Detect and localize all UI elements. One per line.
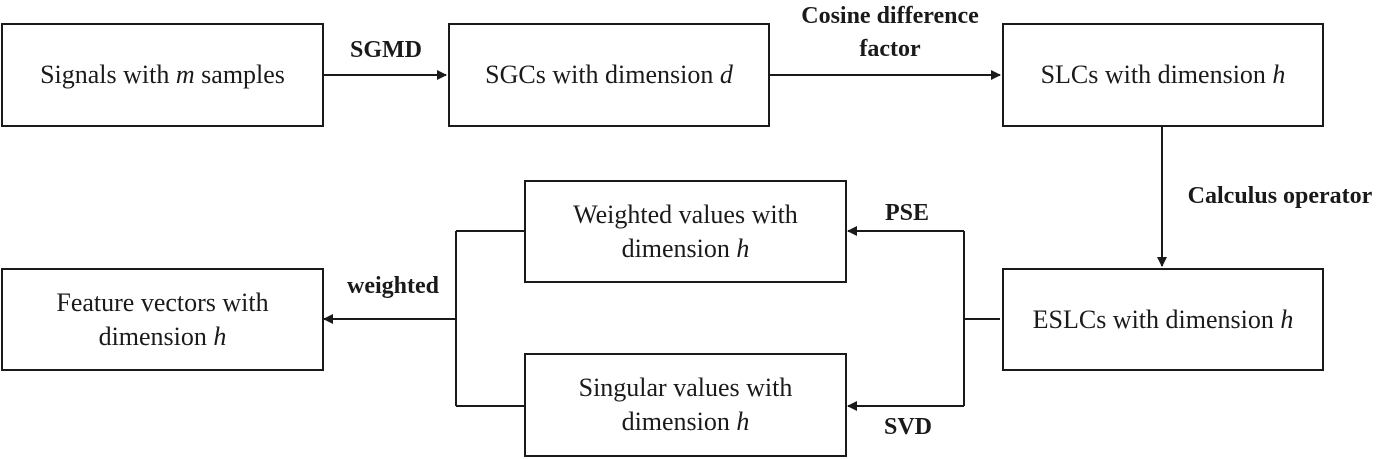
singular-values-label: Singular values with dimension h bbox=[578, 373, 793, 436]
signals-label: Signals with m samples bbox=[40, 60, 285, 89]
edge-label-cosine-line2: factor bbox=[859, 36, 921, 62]
edge-label-svd: SVD bbox=[883, 414, 932, 440]
edge-label-sgmd: SGMD bbox=[350, 37, 422, 63]
feature-vectors-label: Feature vectors with dimension h bbox=[56, 287, 269, 351]
feature-vectors-box: Feature vectors with dimension h bbox=[1, 268, 324, 371]
edge-label-cosine-line1: Cosine difference bbox=[801, 3, 979, 29]
slcs-label: SLCs with dimension h bbox=[1040, 60, 1286, 89]
weighted-values-label: Weighted values with dimension h bbox=[573, 199, 798, 263]
edge-label-pse: PSE bbox=[884, 200, 929, 226]
weighted-values-box: Weighted values with dimension h bbox=[524, 180, 847, 283]
sgcs-label: SGCs with dimension d bbox=[485, 60, 733, 89]
eslcs-box: ESLCs with dimension h bbox=[1002, 268, 1324, 371]
slcs-box: SLCs with dimension h bbox=[1002, 23, 1324, 127]
edge-label-weighted: weighted bbox=[347, 273, 439, 299]
sgcs-box: SGCs with dimension d bbox=[448, 23, 770, 127]
singular-values-box: Singular values with dimension h bbox=[524, 353, 847, 457]
eslcs-label: ESLCs with dimension h bbox=[1032, 304, 1294, 334]
signals-box: Signals with m samples bbox=[1, 23, 324, 127]
edge-label-calculus: Calculus operator bbox=[1187, 183, 1373, 209]
